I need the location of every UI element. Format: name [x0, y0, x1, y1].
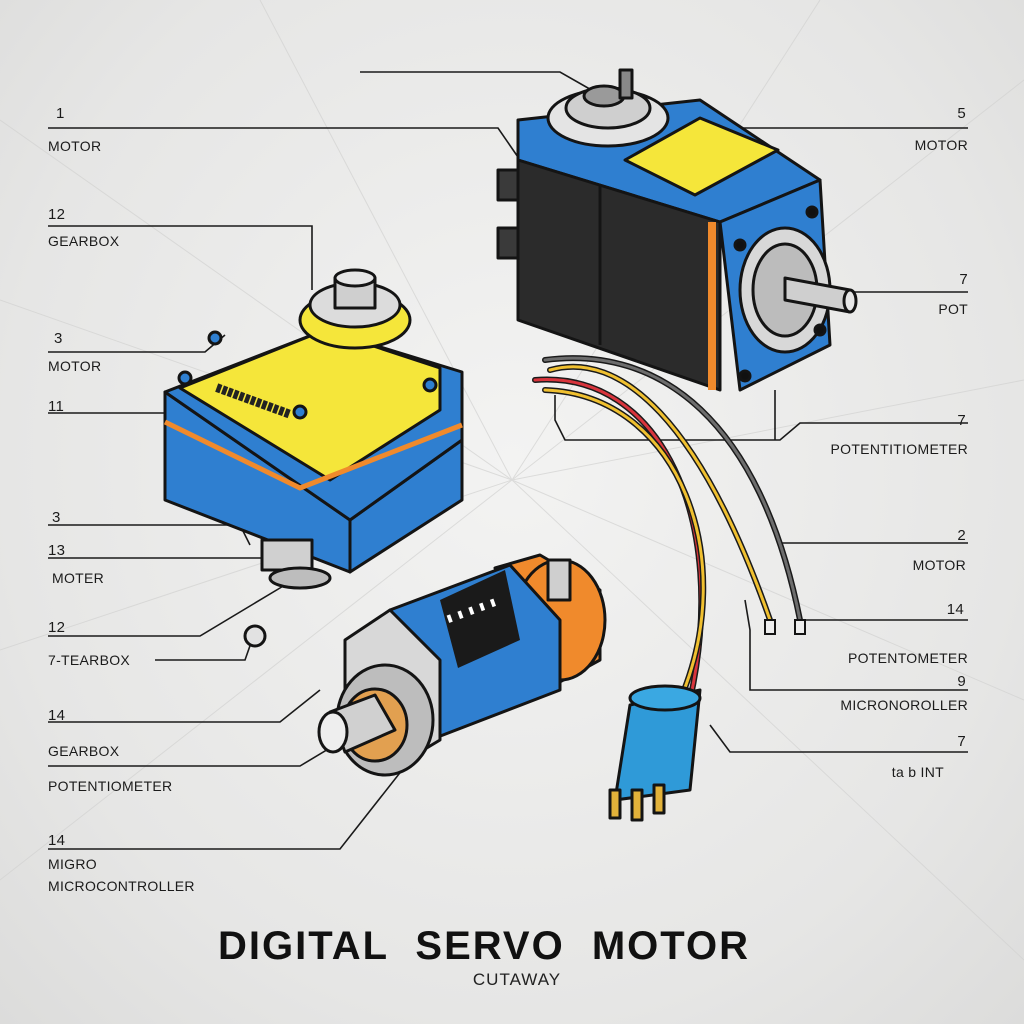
- right-label-3-text: POTENTITIOMETER: [830, 441, 968, 457]
- background-rays: [0, 0, 1024, 961]
- leader-lines: [48, 71, 968, 850]
- servo-wires: [532, 355, 806, 703]
- motor-bottom-center: ▮ ▮ ▮ ▮ ▮: [317, 553, 607, 777]
- left-label-3-number: 3: [54, 330, 63, 347]
- left-label-6-number: 13: [48, 542, 66, 559]
- right-label-1-text: MOTOR: [914, 137, 968, 153]
- left-label-6-text: MOTER: [52, 570, 105, 586]
- left-label-10-text: GEARBOX: [48, 743, 120, 759]
- motor-top-right: [496, 68, 858, 392]
- right-label-5-number: 14: [946, 601, 964, 618]
- left-label-7-number: 12: [48, 619, 66, 636]
- right-label-2-number: 7: [959, 271, 968, 288]
- left-label-1-number: 1: [56, 105, 65, 122]
- right-label-6-text: POTENTOMETER: [847, 650, 968, 666]
- right-label-8-number: 7: [957, 733, 966, 750]
- left-label-2-number: 12: [48, 206, 66, 223]
- left-label-5-number: 3: [52, 509, 61, 526]
- servo-left: ▮▮▮▮▮▮▮▮▮▮▮▮▮: [163, 268, 464, 648]
- left-label-3-text: MOTOR: [48, 358, 102, 374]
- left-label-4-number: 11: [48, 398, 65, 415]
- diagram-subtitle: CUTAWAY: [472, 970, 562, 989]
- left-label-13-text: MICROCONTROLLER: [48, 878, 195, 894]
- right-label-8-text: ta b INT: [891, 764, 944, 780]
- right-label-3-number: 7: [957, 412, 966, 429]
- diagram-title: DIGITAL SERVO MOTOR: [218, 924, 750, 968]
- left-label-2-text: GEARBOX: [48, 233, 120, 249]
- left-label-11-text: POTENTIOMETER: [48, 778, 173, 794]
- left-label-8-text: 7-TEARBOX: [48, 652, 131, 668]
- right-label-4-number: 2: [957, 527, 966, 544]
- right-label-1-number: 5: [957, 105, 966, 122]
- left-label-12-text: MIGRO: [48, 856, 97, 872]
- right-label-4-text: MOTOR: [912, 557, 966, 573]
- right-label-7-text: MICRONOROLLER: [840, 697, 968, 713]
- right-label-2-text: POT: [938, 301, 968, 317]
- wire-connector: [608, 684, 702, 822]
- left-label-9-number: 14: [48, 707, 66, 724]
- left-label-1-text: MOTOR: [48, 138, 102, 154]
- right-label-7-number: 9: [957, 673, 966, 690]
- left-label-12-number: 14: [48, 832, 66, 849]
